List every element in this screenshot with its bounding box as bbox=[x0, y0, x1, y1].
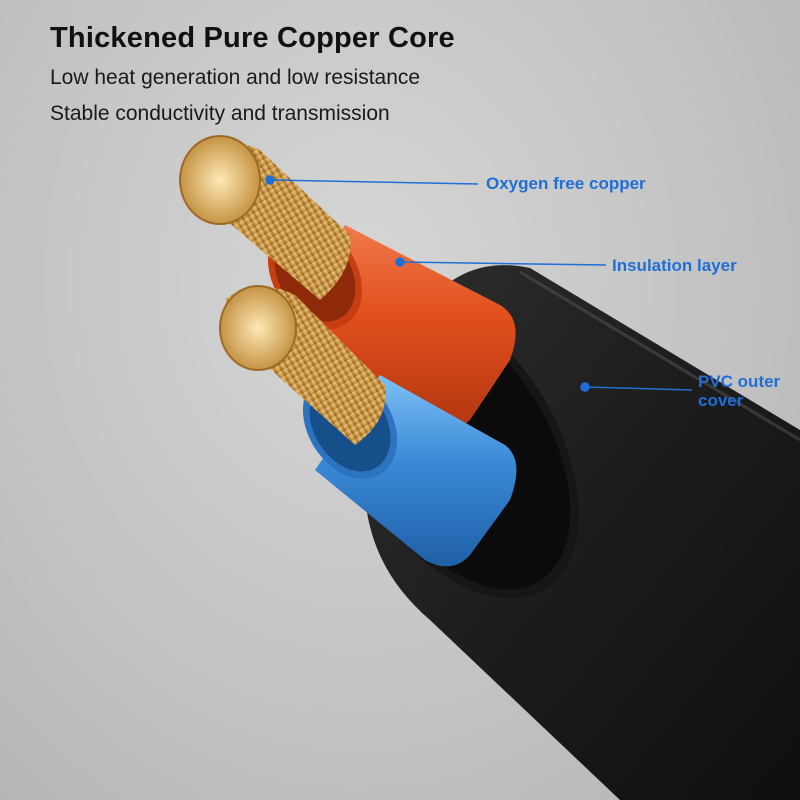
subtitle-line-2: Stable conductivity and transmission bbox=[50, 102, 390, 125]
callout-lines bbox=[265, 175, 693, 392]
subtitle-line-1: Low heat generation and low resistance bbox=[50, 66, 421, 89]
callout-pvc-outer-cover: PVC outer cover bbox=[698, 372, 781, 410]
callout-insulation-layer: Insulation layer bbox=[612, 256, 737, 275]
copper-wire-icon bbox=[179, 135, 386, 445]
callout-oxygen-free-copper: Oxygen free copper bbox=[486, 174, 646, 193]
page-title: Thickened Pure Copper Core bbox=[50, 22, 455, 54]
